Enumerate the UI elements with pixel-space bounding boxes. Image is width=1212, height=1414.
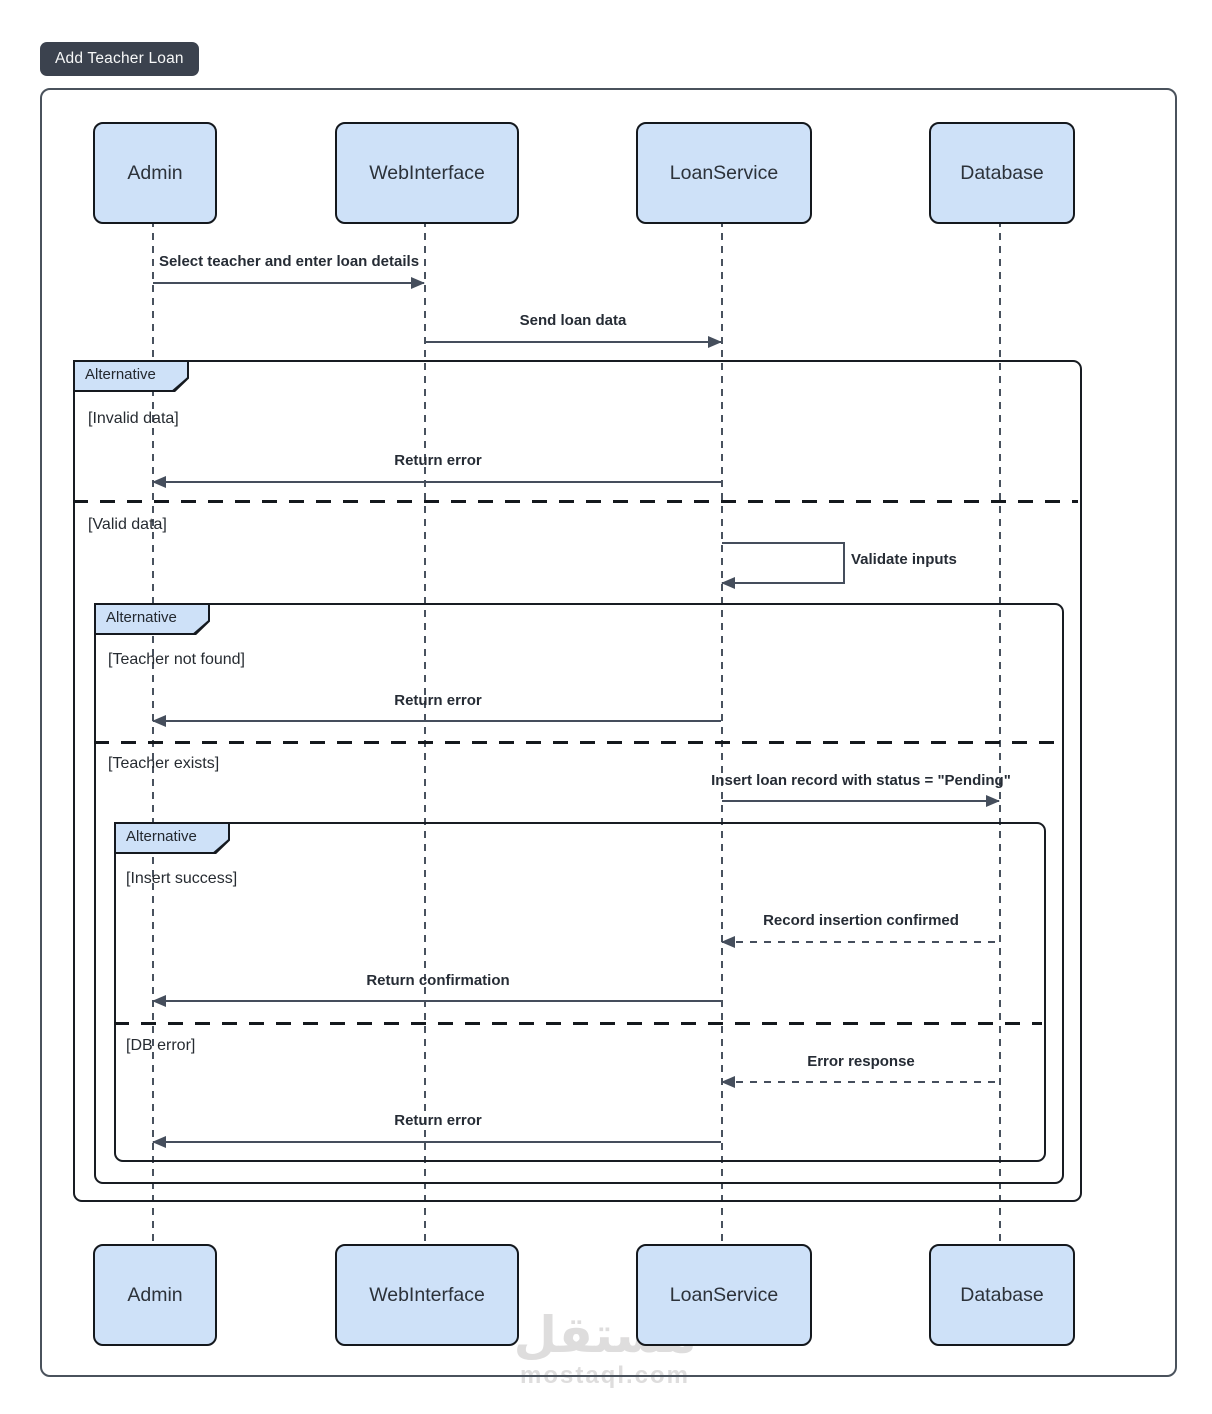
message-label: Send loan data bbox=[519, 312, 627, 329]
lifeline-database bbox=[999, 220, 1001, 1244]
message-arrow bbox=[722, 795, 1000, 807]
message-label: Record insertion confirmed bbox=[763, 912, 959, 929]
arrowhead-icon bbox=[152, 715, 166, 727]
guard-condition: [Teacher exists] bbox=[108, 755, 220, 772]
actor-box-webinterface-bottom: WebInterface bbox=[335, 1244, 519, 1346]
message-arrow bbox=[152, 995, 721, 1007]
fragment-divider bbox=[114, 1022, 1042, 1025]
lifeline-loanservice bbox=[721, 220, 723, 1244]
message-label: Return error bbox=[394, 692, 482, 709]
diagram-frame bbox=[40, 88, 1177, 1377]
fragment-label-text: Alternative bbox=[85, 366, 156, 383]
arrowhead-icon bbox=[708, 336, 722, 348]
guard-condition: [DB error] bbox=[126, 1037, 196, 1054]
arrowhead-icon bbox=[721, 577, 735, 589]
guard-condition: [Invalid data] bbox=[88, 410, 179, 427]
actor-box-loanservice-bottom: LoanService bbox=[636, 1244, 812, 1346]
fragment-label-fill bbox=[116, 824, 228, 852]
guard-condition: [Teacher not found] bbox=[108, 651, 245, 668]
arrowhead-icon bbox=[411, 277, 425, 289]
actor-box-database-bottom: Database bbox=[929, 1244, 1075, 1346]
message-label: Select teacher and enter loan details bbox=[158, 253, 420, 270]
arrowhead-icon bbox=[986, 795, 1000, 807]
fragment-outer-alternative bbox=[73, 360, 1082, 1202]
diagram-title-badge: Add Teacher Loan bbox=[40, 42, 199, 76]
actor-box-database-top: Database bbox=[929, 122, 1075, 224]
self-message-loop bbox=[721, 542, 845, 589]
message-arrow bbox=[152, 476, 721, 488]
arrowhead-icon bbox=[152, 476, 166, 488]
message-label: Error response bbox=[807, 1053, 915, 1070]
arrowhead-icon bbox=[721, 936, 735, 948]
fragment-label: Alternative bbox=[73, 360, 189, 392]
actor-box-webinterface-top: WebInterface bbox=[335, 122, 519, 224]
fragment-label: Alternative bbox=[114, 822, 230, 854]
message-label: Insert loan record with status = "Pendin… bbox=[711, 772, 1011, 789]
fragment-label-text: Alternative bbox=[106, 609, 177, 626]
actor-box-admin-bottom: Admin bbox=[93, 1244, 217, 1346]
lifeline-webinterface bbox=[424, 220, 426, 1244]
message-arrow bbox=[152, 715, 721, 727]
fragment-label-fill bbox=[75, 362, 187, 390]
actor-box-loanservice-top: LoanService bbox=[636, 122, 812, 224]
message-arrow bbox=[721, 1076, 999, 1088]
message-arrow bbox=[721, 936, 999, 948]
message-arrow bbox=[152, 1136, 721, 1148]
fragment-inner-alternative bbox=[114, 822, 1046, 1162]
message-arrow bbox=[425, 336, 722, 348]
message-label: Return error bbox=[394, 452, 482, 469]
fragment-middle-alternative bbox=[94, 603, 1064, 1184]
actor-box-admin-top: Admin bbox=[93, 122, 217, 224]
fragment-label-fill bbox=[96, 605, 208, 633]
guard-condition: [Insert success] bbox=[126, 870, 238, 887]
fragment-label: Alternative bbox=[94, 603, 210, 635]
fragment-divider bbox=[94, 741, 1060, 744]
message-label: Return confirmation bbox=[366, 972, 510, 989]
guard-condition: [Valid data] bbox=[88, 516, 167, 533]
message-arrow bbox=[153, 277, 425, 289]
fragment-label-text: Alternative bbox=[126, 828, 197, 845]
arrowhead-icon bbox=[152, 1136, 166, 1148]
message-label: Validate inputs bbox=[851, 551, 957, 568]
fragment-divider bbox=[73, 500, 1078, 503]
arrowhead-icon bbox=[152, 995, 166, 1007]
arrowhead-icon bbox=[721, 1076, 735, 1088]
lifeline-admin bbox=[152, 220, 154, 1244]
message-label: Return error bbox=[394, 1112, 482, 1129]
